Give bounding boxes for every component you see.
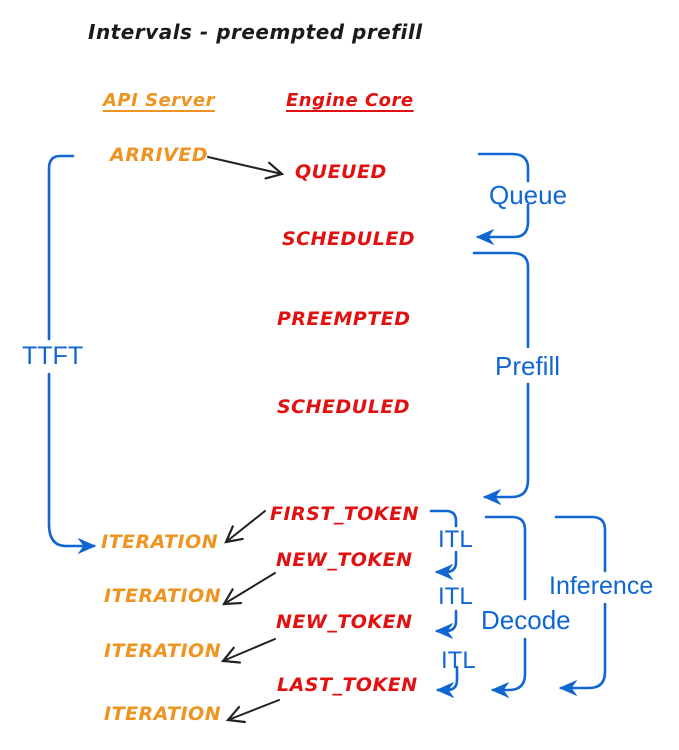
event-scheduled-1: SCHEDULED (282, 228, 416, 250)
event-iteration-4: ITERATION (104, 703, 222, 725)
event-new-token-2: NEW_TOKEN (276, 611, 413, 633)
arrived-to-queued-arrow (207, 156, 285, 180)
interval-label-itl-3: ITL (441, 647, 476, 674)
diagram-title: Intervals - preempted prefill (88, 20, 423, 44)
event-iteration-1: ITERATION (101, 531, 219, 553)
interval-label-prefill: Prefill (495, 351, 561, 381)
event-scheduled-2: SCHEDULED (277, 396, 411, 418)
first-token-to-iteration-arrow (224, 510, 266, 544)
last-token-to-iteration-arrow (225, 699, 280, 724)
interval-label-inference: Inference (549, 572, 654, 600)
decode-bracket (484, 515, 527, 690)
queue-bracket (478, 152, 530, 237)
interval-label-ttft: TTFT (22, 342, 84, 370)
event-queued: QUEUED (295, 161, 387, 183)
itl-bracket-top (429, 509, 458, 528)
event-iteration-2: ITERATION (104, 585, 222, 607)
interval-label-itl-2: ITL (438, 583, 473, 610)
new-token2-to-iteration-arrow (220, 638, 276, 664)
event-last-token: LAST_TOKEN (277, 674, 418, 696)
interval-label-decode: Decode (481, 605, 571, 635)
column-header-api-server: API Server (103, 90, 215, 111)
ttft-bracket (47, 154, 94, 546)
interval-label-itl-1: ITL (438, 526, 473, 553)
event-new-token-1: NEW_TOKEN (276, 549, 413, 571)
event-preempted: PREEMPTED (277, 308, 411, 330)
interval-label-queue: Queue (489, 180, 568, 210)
event-arrived: ARRIVED (110, 144, 208, 166)
prefill-bracket (472, 251, 530, 497)
new-token1-to-iteration-arrow (222, 572, 276, 606)
itl-hook-3 (438, 665, 459, 690)
column-header-engine-core: Engine Core (286, 90, 414, 111)
inference-bracket (554, 515, 607, 688)
itl-hook-2 (437, 609, 458, 631)
event-first-token: FIRST_TOKEN (270, 503, 420, 525)
event-iteration-3: ITERATION (104, 640, 222, 662)
itl-hook-1 (437, 550, 458, 572)
